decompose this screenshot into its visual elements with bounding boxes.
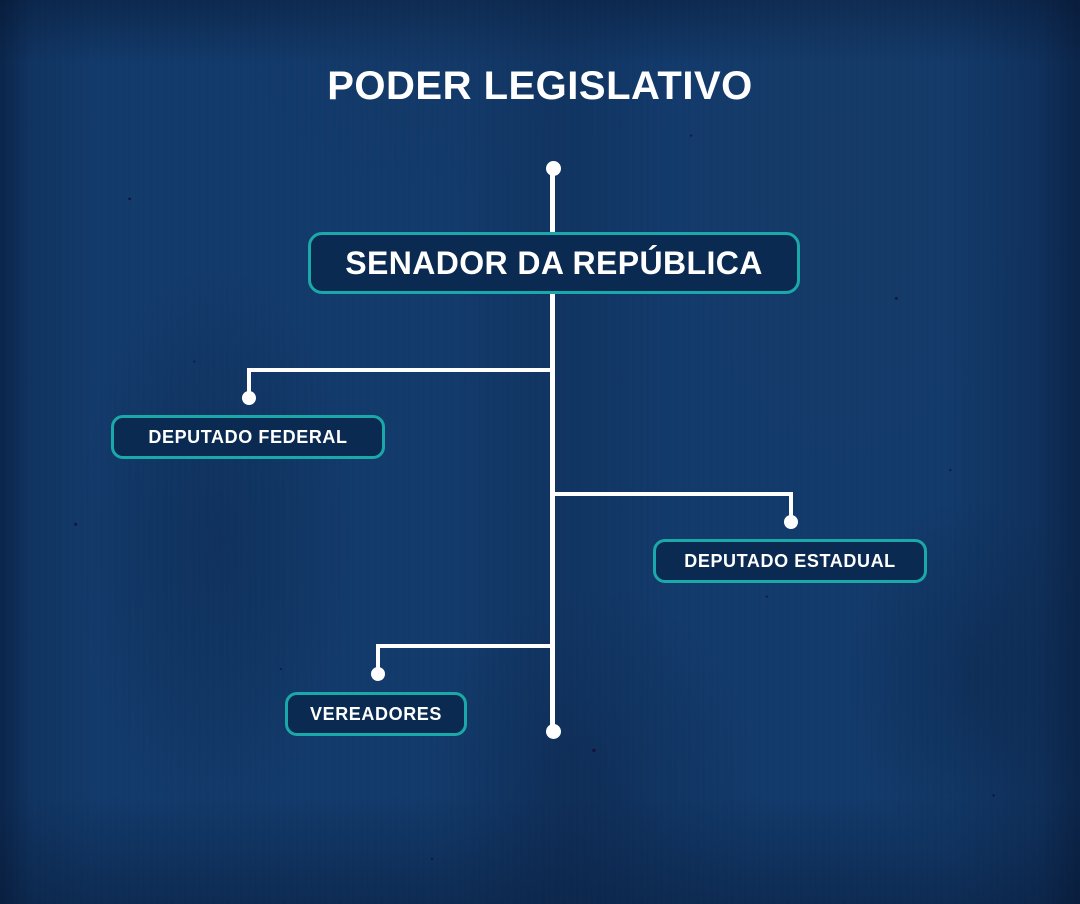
connector-h-deputado-estadual <box>553 492 793 496</box>
node-label-deputado-federal: DEPUTADO FEDERAL <box>148 426 348 447</box>
main-vertical-connector <box>550 166 555 734</box>
node-deputado-estadual[interactable]: DEPUTADO ESTADUAL <box>653 539 927 583</box>
connector-h-vereadores <box>376 644 553 648</box>
connector-v-deputado-federal <box>247 368 251 398</box>
node-senador-da-republica[interactable]: SENADOR DA REPÚBLICA <box>308 232 800 294</box>
connector-dot-deputado-federal <box>242 391 256 405</box>
connector-h-deputado-federal <box>247 368 553 372</box>
connector-v-vereadores <box>376 644 380 674</box>
connector-dot-vereadores <box>371 667 385 681</box>
node-label-deputado-estadual: DEPUTADO ESTADUAL <box>684 550 896 571</box>
connector-v-deputado-estadual <box>789 492 793 522</box>
spine-bottom-dot <box>546 724 561 739</box>
page-title: PODER LEGISLATIVO <box>327 64 753 108</box>
node-label-senador-da-republica: SENADOR DA REPÚBLICA <box>345 244 763 281</box>
node-label-vereadores: VEREADORES <box>309 703 443 724</box>
node-deputado-federal[interactable]: DEPUTADO FEDERAL <box>111 415 385 459</box>
connector-dot-deputado-estadual <box>784 515 798 529</box>
node-vereadores[interactable]: VEREADORES <box>285 692 467 736</box>
